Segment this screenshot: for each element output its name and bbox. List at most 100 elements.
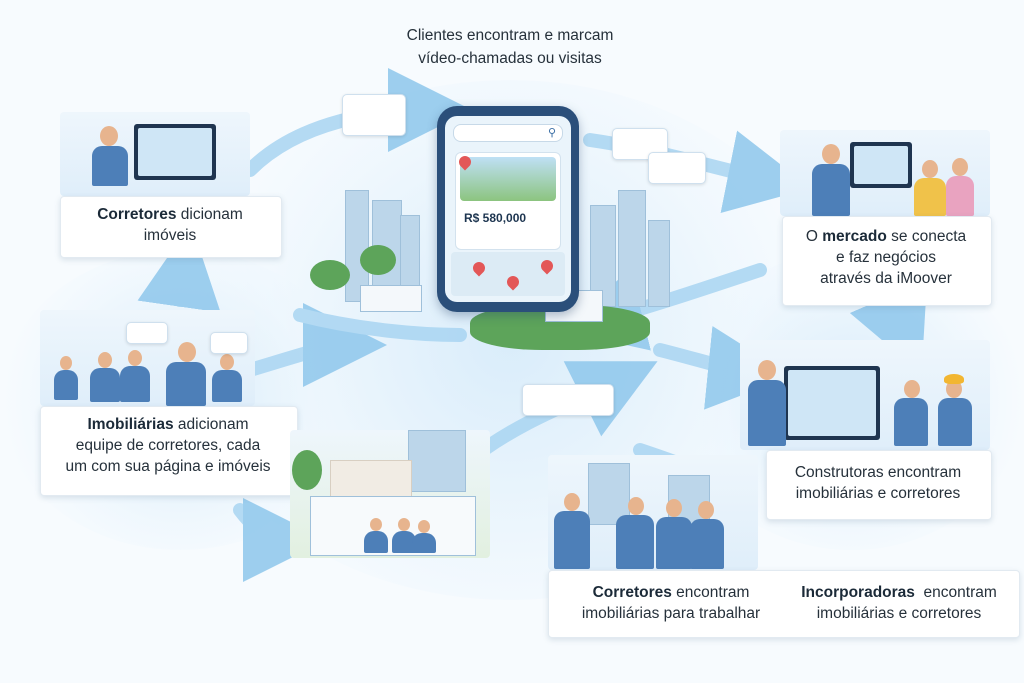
builder-head: [946, 380, 962, 398]
hard-hat-icon: [944, 374, 964, 384]
computer-monitor: [784, 366, 880, 440]
caption-line2: e faz negócios: [836, 249, 936, 266]
client-body: [914, 178, 946, 216]
caption-rest: adicionam: [173, 416, 249, 433]
caption-imobiliarias: Imobiliárias adicionam equipe de correto…: [40, 414, 296, 477]
scene-handshake: [548, 455, 758, 570]
map-pin-icon[interactable]: [504, 273, 522, 291]
search-icon[interactable]: ⚲: [547, 127, 556, 139]
caption-line2: equipe de corretores, cada: [75, 437, 261, 454]
top-caption-line2: vídeo-chamadas ou visitas: [418, 50, 602, 67]
caption-pre: O: [805, 228, 823, 245]
person-body: [616, 515, 654, 569]
person-head: [220, 354, 234, 370]
person-body: [748, 380, 786, 446]
client-head: [922, 160, 938, 178]
person-body: [656, 517, 692, 569]
palm-tree: [360, 245, 396, 275]
person-body: [166, 362, 206, 406]
arrow-imobiliarias-right: [243, 303, 387, 388]
caption-bold: Imobiliárias: [87, 416, 174, 433]
card-corretores-adicionam: [60, 196, 282, 258]
palm-tree: [310, 260, 350, 290]
person-head: [100, 126, 118, 146]
caption-line1: Construtoras encontram: [794, 464, 962, 481]
caption-line2: imobiliárias e corretores: [795, 485, 961, 502]
person-head: [398, 518, 410, 531]
person-body: [54, 370, 78, 400]
person-head: [564, 493, 580, 511]
card-bottom: [548, 570, 1020, 638]
scene-agency-building: [290, 430, 490, 558]
scene-broker-computer: [60, 112, 250, 196]
caption-rest: encontram: [671, 584, 750, 601]
profile-money-icon: [648, 152, 706, 184]
person-head: [60, 356, 72, 370]
person-head: [370, 518, 382, 531]
person-body: [392, 531, 416, 553]
arrow-swoosh-left: [293, 308, 467, 342]
person-head: [98, 352, 112, 368]
caption-rest: encontram: [914, 584, 997, 601]
person-body: [120, 366, 150, 402]
map-pin-icon[interactable]: [470, 259, 488, 277]
caption-corretores-encontram: Corretores encontram imobiliárias para t…: [558, 582, 784, 624]
caption-corretores-adicionam: Corretores dicionam imóveis: [70, 204, 270, 246]
house-image: [460, 157, 556, 201]
caption-line2: imóveis: [143, 227, 197, 244]
caption-rest: se conecta: [886, 228, 967, 245]
chat-bubble-icon: [210, 332, 248, 354]
person-body: [92, 146, 128, 186]
profile-bubble-icon: [126, 322, 168, 344]
card-imobiliarias: [40, 406, 298, 496]
building: [588, 463, 630, 525]
caption-incorporadoras: Incorporadoras encontram imobiliárias e …: [786, 582, 1012, 624]
property-listing-card[interactable]: R$ 580,000: [455, 152, 561, 250]
person-head: [178, 342, 196, 362]
person-body: [90, 368, 120, 402]
caption-mercado: O mercado se conecta e faz negócios atra…: [782, 226, 990, 289]
scene-office-team: [40, 310, 255, 406]
search-input[interactable]: ⚲: [453, 124, 563, 142]
palm-tree: [292, 450, 322, 490]
scene-broker-couple: [780, 130, 990, 216]
caption-bold: Corretores: [592, 584, 672, 601]
phone-screen: ⚲ R$ 580,000: [445, 116, 571, 302]
person-head: [128, 350, 142, 366]
computer-monitor: [850, 142, 912, 188]
caption-construtoras: Construtoras encontram imobiliárias e co…: [766, 462, 990, 504]
card-construtoras: [766, 450, 992, 520]
caption-line2: imobiliárias para trabalhar: [581, 605, 761, 622]
caption-line2: imobiliárias e corretores: [816, 605, 982, 622]
caption-line3: através da iMoover: [820, 270, 952, 287]
scene-construtoras: [740, 340, 990, 450]
person-head: [666, 499, 682, 517]
map-pin-icon[interactable]: [538, 257, 556, 275]
caption-line3: um com sua página e imóveis: [65, 458, 271, 475]
building: [648, 220, 670, 307]
person-body: [690, 519, 724, 569]
card-mercado: [782, 216, 992, 306]
person-head: [904, 380, 920, 398]
building: [408, 430, 466, 492]
arrow-center-right: [653, 326, 792, 410]
person-body: [894, 398, 928, 446]
listing-price: R$ 580,000: [464, 211, 527, 225]
top-caption: Clientes encontram e marcam vídeo-chamad…: [360, 24, 660, 70]
person-head: [698, 501, 714, 519]
person-body: [938, 398, 972, 446]
tools-bubble-icon: [522, 384, 614, 416]
person-head: [418, 520, 430, 533]
person-head: [822, 144, 840, 164]
building: [618, 190, 646, 307]
arrow-left-bottom: [233, 497, 327, 582]
map-view[interactable]: [451, 252, 565, 296]
person-body: [364, 531, 388, 553]
top-caption-line1: Clientes encontram e marcam: [406, 27, 614, 44]
computer-monitor: [134, 124, 216, 180]
caption-bold: mercado: [822, 228, 887, 245]
person-head: [628, 497, 644, 515]
caption-bold: Incorporadoras: [801, 584, 915, 601]
house: [360, 285, 422, 312]
